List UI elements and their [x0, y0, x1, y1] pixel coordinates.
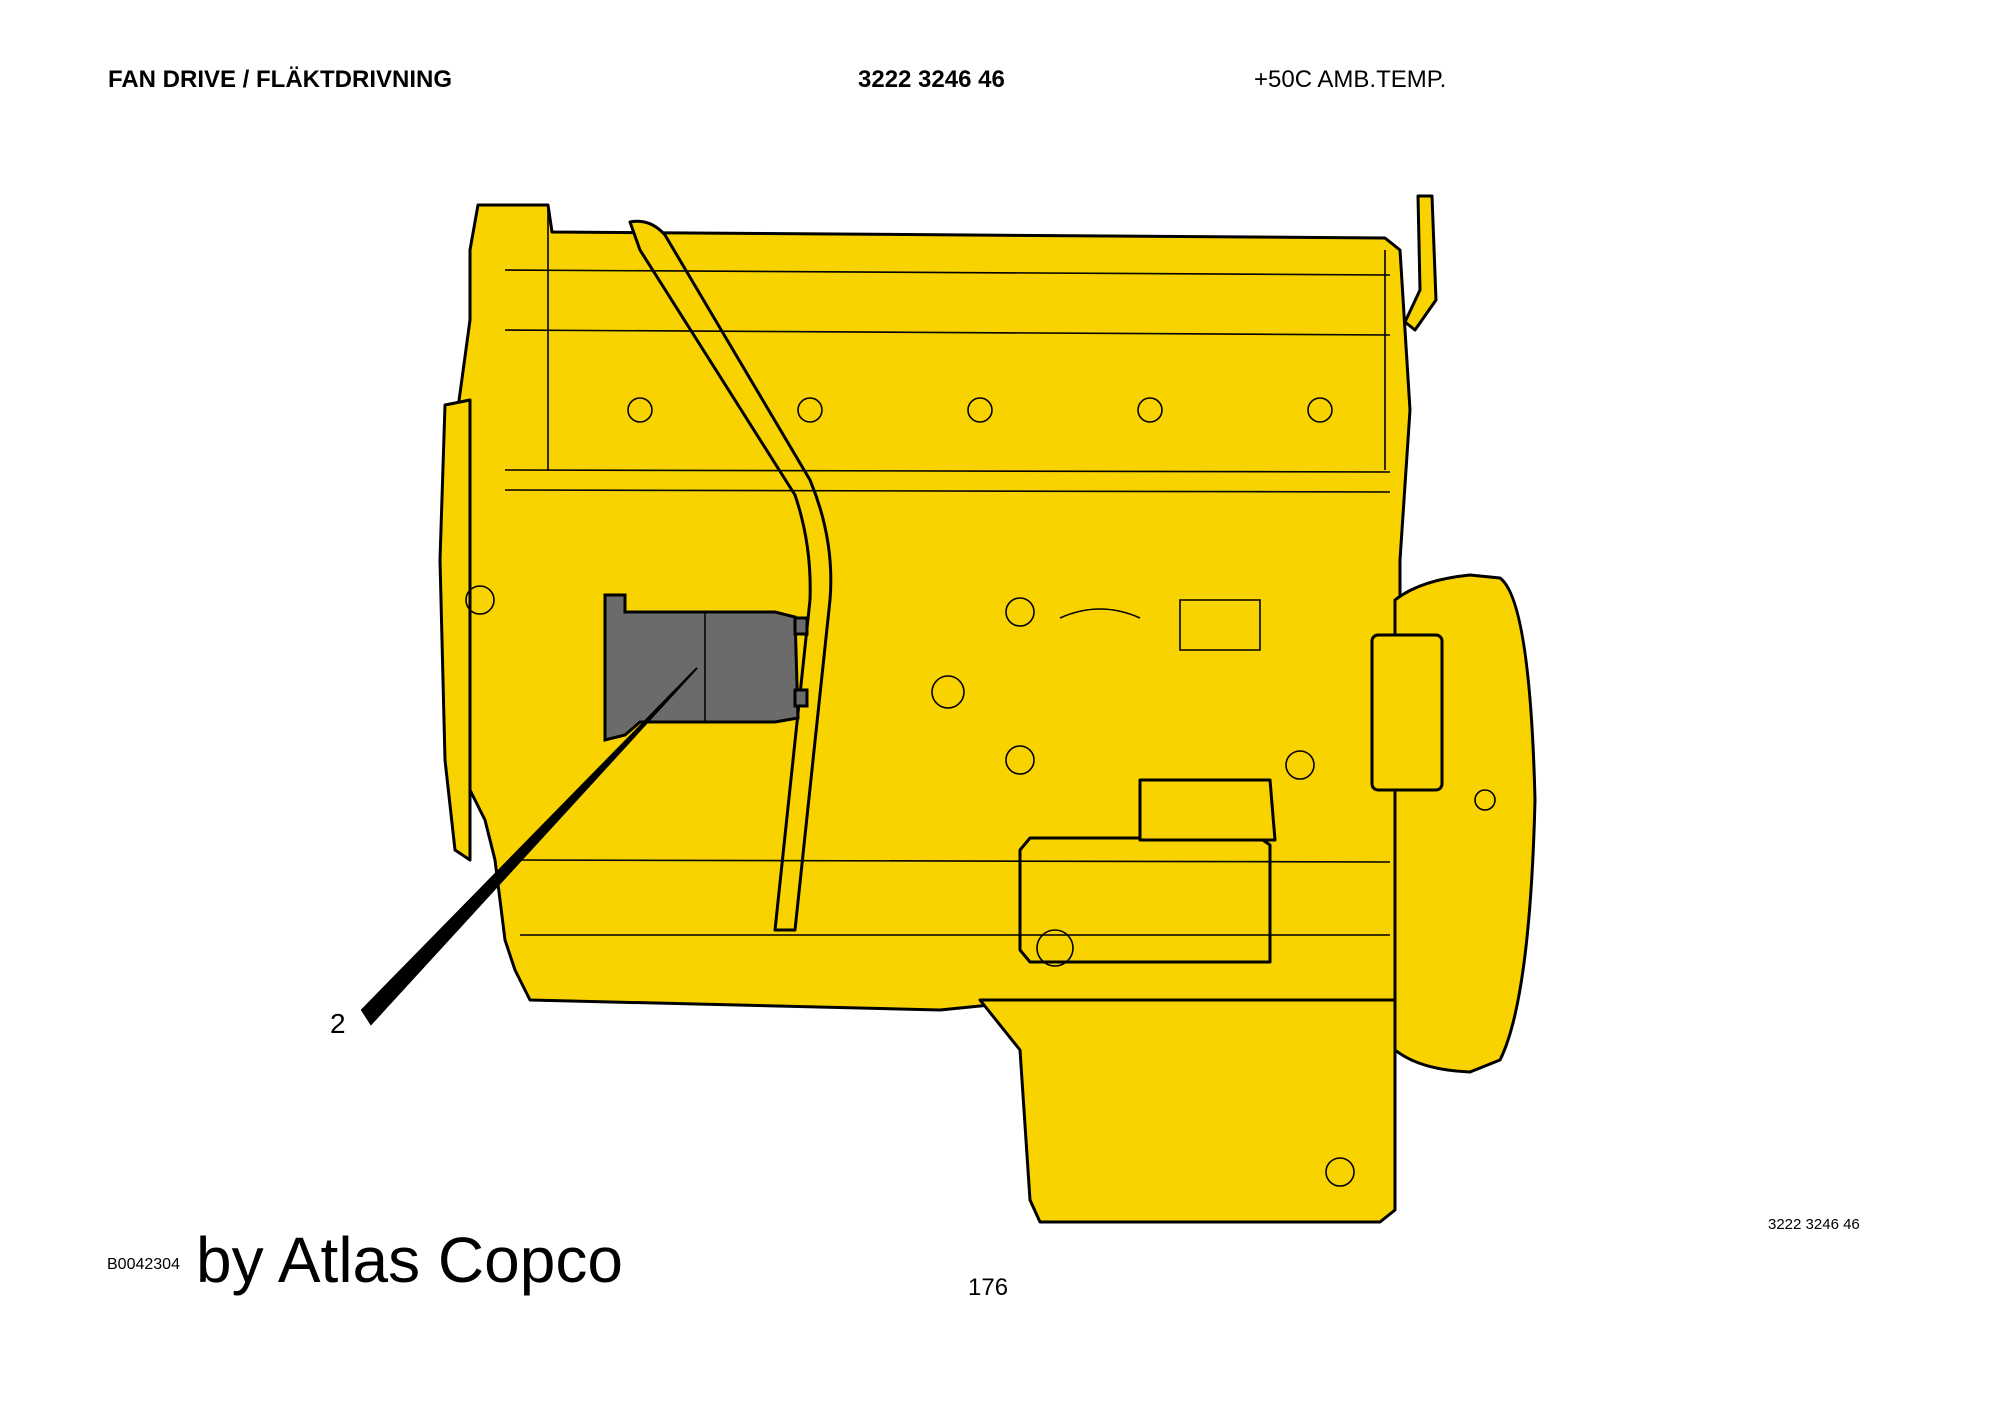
block-bosses [465, 585, 1496, 1187]
starter-motor [1018, 836, 1272, 964]
lifting-eye-right [1403, 194, 1438, 332]
breather-pipe [628, 219, 833, 932]
callout-label: 2 [330, 1008, 346, 1039]
mount-flange [1370, 633, 1444, 792]
valve-cover-bolts [627, 397, 1333, 423]
page-number: 176 [968, 1274, 1009, 1301]
reference-number: 3222 3246 46 [1768, 1216, 1860, 1233]
fan-drive-unit [603, 593, 809, 742]
part-number: 3222 3246 46 [858, 66, 1005, 93]
brand-watermark: by Atlas Copco [196, 1224, 623, 1296]
oil-sump [978, 998, 1397, 1224]
callout-leader [360, 667, 698, 1026]
ambient-temp-condition: +50C AMB.TEMP. [1254, 66, 1447, 93]
starter-solenoid [1138, 778, 1277, 842]
front-cover [438, 398, 472, 862]
page-title: FAN DRIVE / FLÄKTDRIVNING [108, 66, 453, 93]
drawing-code: B0042304 [107, 1256, 180, 1273]
